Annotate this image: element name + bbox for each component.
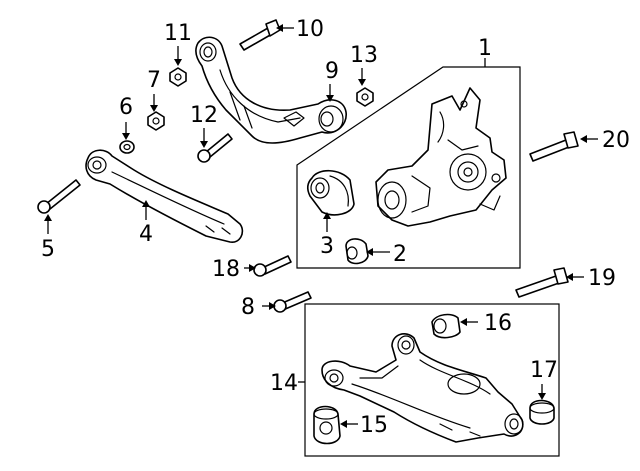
nut-7[interactable]	[147, 111, 165, 131]
bolt-19[interactable]	[515, 267, 569, 298]
callout-4: 4	[139, 222, 153, 247]
lower-control-arm[interactable]	[321, 333, 524, 443]
callout-14: 14	[270, 371, 298, 396]
callout-16: 16	[484, 311, 512, 336]
leader-lines	[44, 24, 598, 428]
callout-3: 3	[320, 234, 334, 259]
nut-11[interactable]	[169, 67, 187, 87]
upper-arm-bushing-eye	[199, 42, 217, 62]
callout-1: 1	[478, 36, 492, 61]
callout-2: 2	[393, 242, 407, 267]
nut-13[interactable]	[356, 87, 374, 107]
callout-13: 13	[350, 43, 378, 68]
callout-19: 19	[588, 266, 616, 291]
callout-15: 15	[360, 413, 388, 438]
knuckle-bushing-large[interactable]	[307, 169, 355, 216]
lateral-link[interactable]	[85, 149, 244, 243]
callout-9: 9	[325, 59, 339, 84]
rear-knuckle[interactable]	[375, 87, 507, 227]
knuckle-bushing-small[interactable]	[345, 238, 369, 265]
bolt-18[interactable]	[253, 255, 292, 277]
callout-7: 7	[147, 68, 161, 93]
bolt-5[interactable]	[37, 179, 81, 214]
callout-11: 11	[164, 21, 192, 46]
callout-8: 8	[241, 295, 255, 320]
callout-12: 12	[190, 103, 218, 128]
bolt-10[interactable]	[239, 19, 281, 51]
callout-18: 18	[212, 257, 240, 282]
callout-20: 20	[602, 128, 630, 153]
lower-arm-bushing-a[interactable]	[313, 405, 341, 445]
lower-arm-bushing-b[interactable]	[431, 313, 461, 339]
callout-6: 6	[119, 95, 133, 120]
bolt-20[interactable]	[529, 131, 579, 162]
upper-arm-outer-bushing	[318, 105, 344, 133]
upper-control-arm[interactable]	[195, 36, 347, 144]
callout-17: 17	[530, 358, 558, 383]
bolt-12[interactable]	[197, 133, 233, 163]
callout-5: 5	[41, 237, 55, 262]
callout-10: 10	[296, 17, 324, 42]
lower-arm-bushing-c[interactable]	[529, 399, 555, 425]
lateral-link-bushing	[87, 156, 107, 174]
washer-6[interactable]	[119, 140, 135, 154]
